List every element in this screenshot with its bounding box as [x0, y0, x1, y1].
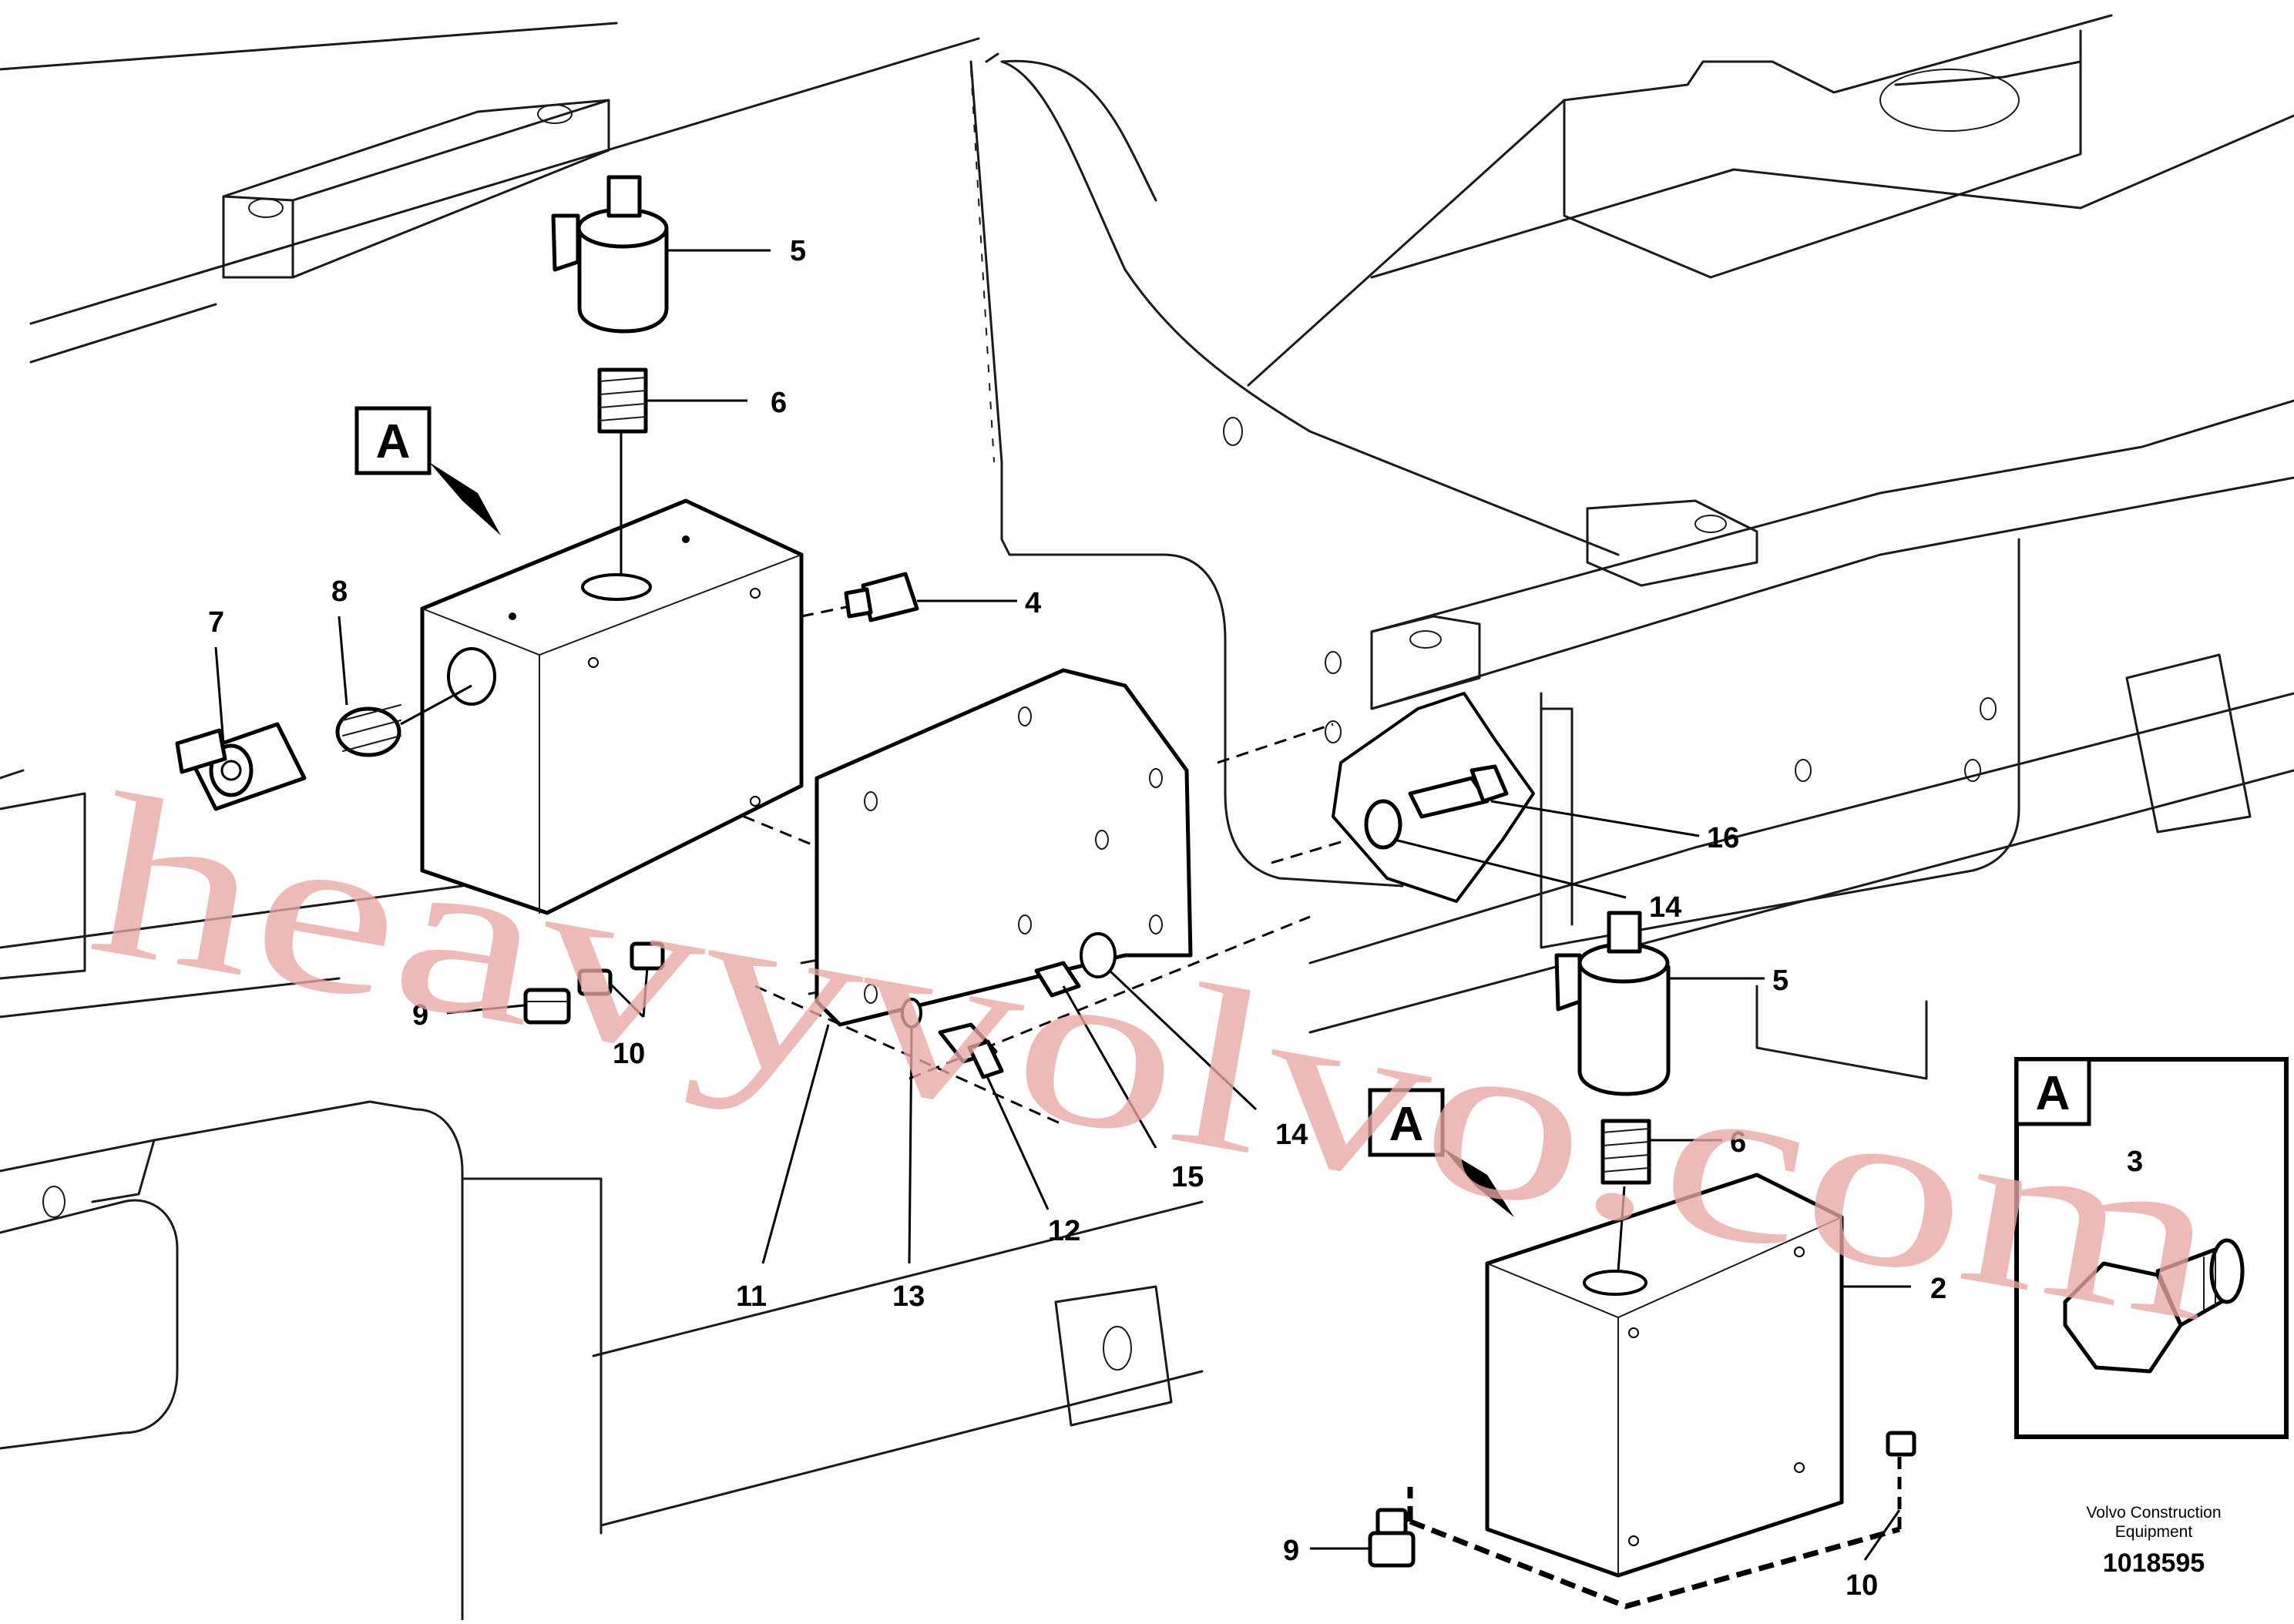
- solenoid-coil-upper: [551, 175, 669, 334]
- callout-10-lower: 10: [1846, 1569, 1878, 1602]
- callout-labels: 5 6 4 7 8 9 10 16 14 5 6 14 15 12 11 13 …: [208, 235, 2143, 1602]
- svg-text:A: A: [2036, 1067, 2071, 1120]
- callout-5-lower: 5: [1772, 965, 1789, 997]
- callout-5-upper: 5: [790, 235, 806, 267]
- bolt-12: [938, 1022, 1004, 1079]
- callout-9-upper: 9: [412, 999, 428, 1032]
- callout-2: 2: [1930, 1273, 1946, 1305]
- callout-4: 4: [1025, 587, 1041, 619]
- callout-12: 12: [1048, 1215, 1080, 1247]
- callout-8: 8: [331, 575, 348, 608]
- callout-11: 11: [736, 1280, 767, 1313]
- view-tag-a-3: A: [2014, 1057, 2091, 1126]
- svg-text:A: A: [1389, 1098, 1424, 1151]
- svg-text:A: A: [376, 415, 411, 468]
- callout-6-upper: 6: [771, 387, 787, 419]
- check-valve: [801, 572, 919, 622]
- spring-lower: [1600, 1119, 1651, 1272]
- machine-frame: [0, 14, 2294, 1622]
- nut-15: [1034, 961, 1081, 998]
- plug-9-lower: [1368, 1508, 1416, 1568]
- washer-13: [901, 998, 922, 1028]
- solenoid-coil-side: [175, 722, 307, 811]
- solenoid-coil-lower: [1554, 911, 1671, 1096]
- callout-15: 15: [1171, 1161, 1204, 1193]
- spring-side: [335, 684, 472, 757]
- callout-6-lower: 6: [1730, 1126, 1746, 1159]
- plug-10-lower: [1886, 1431, 1916, 1457]
- washer-14-lower: [1080, 932, 1117, 978]
- view-tag-a-1: A: [354, 406, 501, 535]
- callout-9-lower: 9: [1283, 1535, 1299, 1567]
- company-name-line2: Equipment: [2115, 1523, 2193, 1541]
- company-name-line1: Volvo Construction: [2086, 1504, 2221, 1522]
- callout-14-lower: 14: [1275, 1119, 1308, 1151]
- callout-13: 13: [892, 1280, 925, 1313]
- spring-upper: [597, 367, 648, 574]
- valve-block-lower: [1407, 1173, 1902, 1609]
- leader-lines: [214, 249, 1911, 1561]
- footer: Volvo Construction Equipment 1018595: [2086, 1504, 2221, 1578]
- view-tag-a-2: A: [1368, 1088, 1514, 1217]
- callout-14-upper: 14: [1649, 891, 1681, 924]
- valve-block-upper: [420, 498, 804, 915]
- callout-10-upper: 10: [613, 1038, 645, 1070]
- callout-3: 3: [2127, 1146, 2143, 1178]
- drawing-number: 1018595: [2103, 1549, 2205, 1578]
- plug-9-upper: [523, 988, 571, 1025]
- bracket-right: [1332, 692, 1535, 903]
- callout-16: 16: [1707, 822, 1739, 854]
- callout-7: 7: [208, 606, 224, 639]
